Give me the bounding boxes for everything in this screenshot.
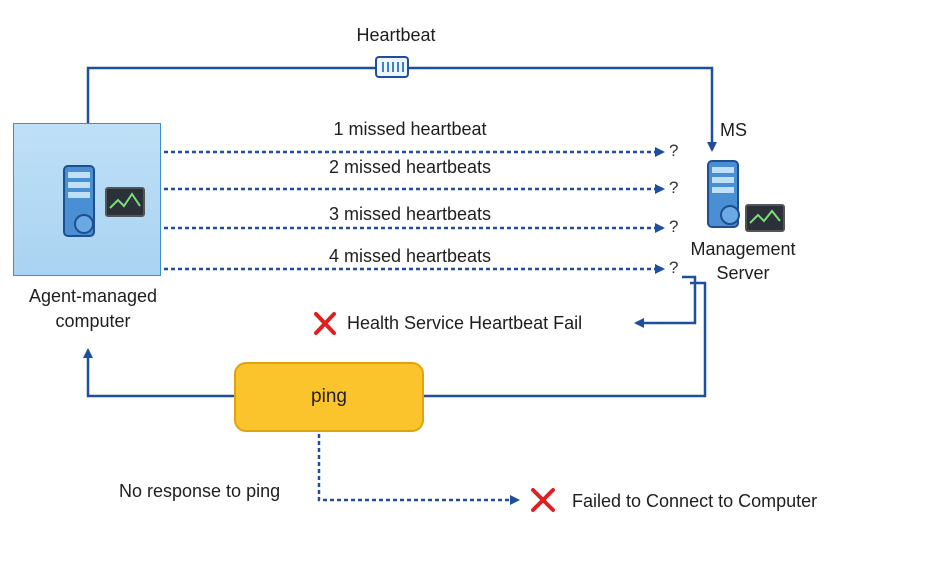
ping-label: ping <box>311 386 347 407</box>
no-response-arrow <box>317 434 520 505</box>
missed-mark-4: ? <box>669 258 679 277</box>
missed-mark-3: ? <box>669 217 679 236</box>
health-fail-arrow <box>634 275 697 328</box>
heartbeat-packet-icon <box>375 56 409 78</box>
server-label-line2: Server <box>716 263 770 283</box>
health-fail-label: Health Service Heartbeat Fail <box>347 313 583 333</box>
missed-label-1: 1 missed heartbeat <box>333 119 487 139</box>
no-response-label: No response to ping <box>119 481 281 501</box>
ms-label: MS <box>720 120 747 140</box>
agent-label-line2: computer <box>55 311 131 331</box>
ping-to-agent-line <box>83 348 234 398</box>
server-label-line1: Management <box>690 239 796 259</box>
server-to-ping-line <box>424 281 707 398</box>
missed-label-3: 3 missed heartbeats <box>328 204 492 224</box>
missed-label-2: 2 missed heartbeats <box>328 157 492 177</box>
heartbeat-label: Heartbeat <box>356 25 436 45</box>
missed-mark-1: ? <box>669 141 679 160</box>
agent-computer-box <box>13 123 161 276</box>
missed-label-4: 4 missed heartbeats <box>328 246 492 266</box>
connect-fail-x-icon <box>531 488 555 512</box>
agent-label-line1: Agent-managed <box>28 286 158 306</box>
ping-box: ping <box>234 362 424 432</box>
health-fail-x-icon <box>314 312 336 335</box>
server-monitor-icon <box>63 165 145 237</box>
failed-connect-label: Failed to Connect to Computer <box>572 491 818 511</box>
server-monitor-icon <box>707 160 785 232</box>
missed-mark-2: ? <box>669 178 679 197</box>
